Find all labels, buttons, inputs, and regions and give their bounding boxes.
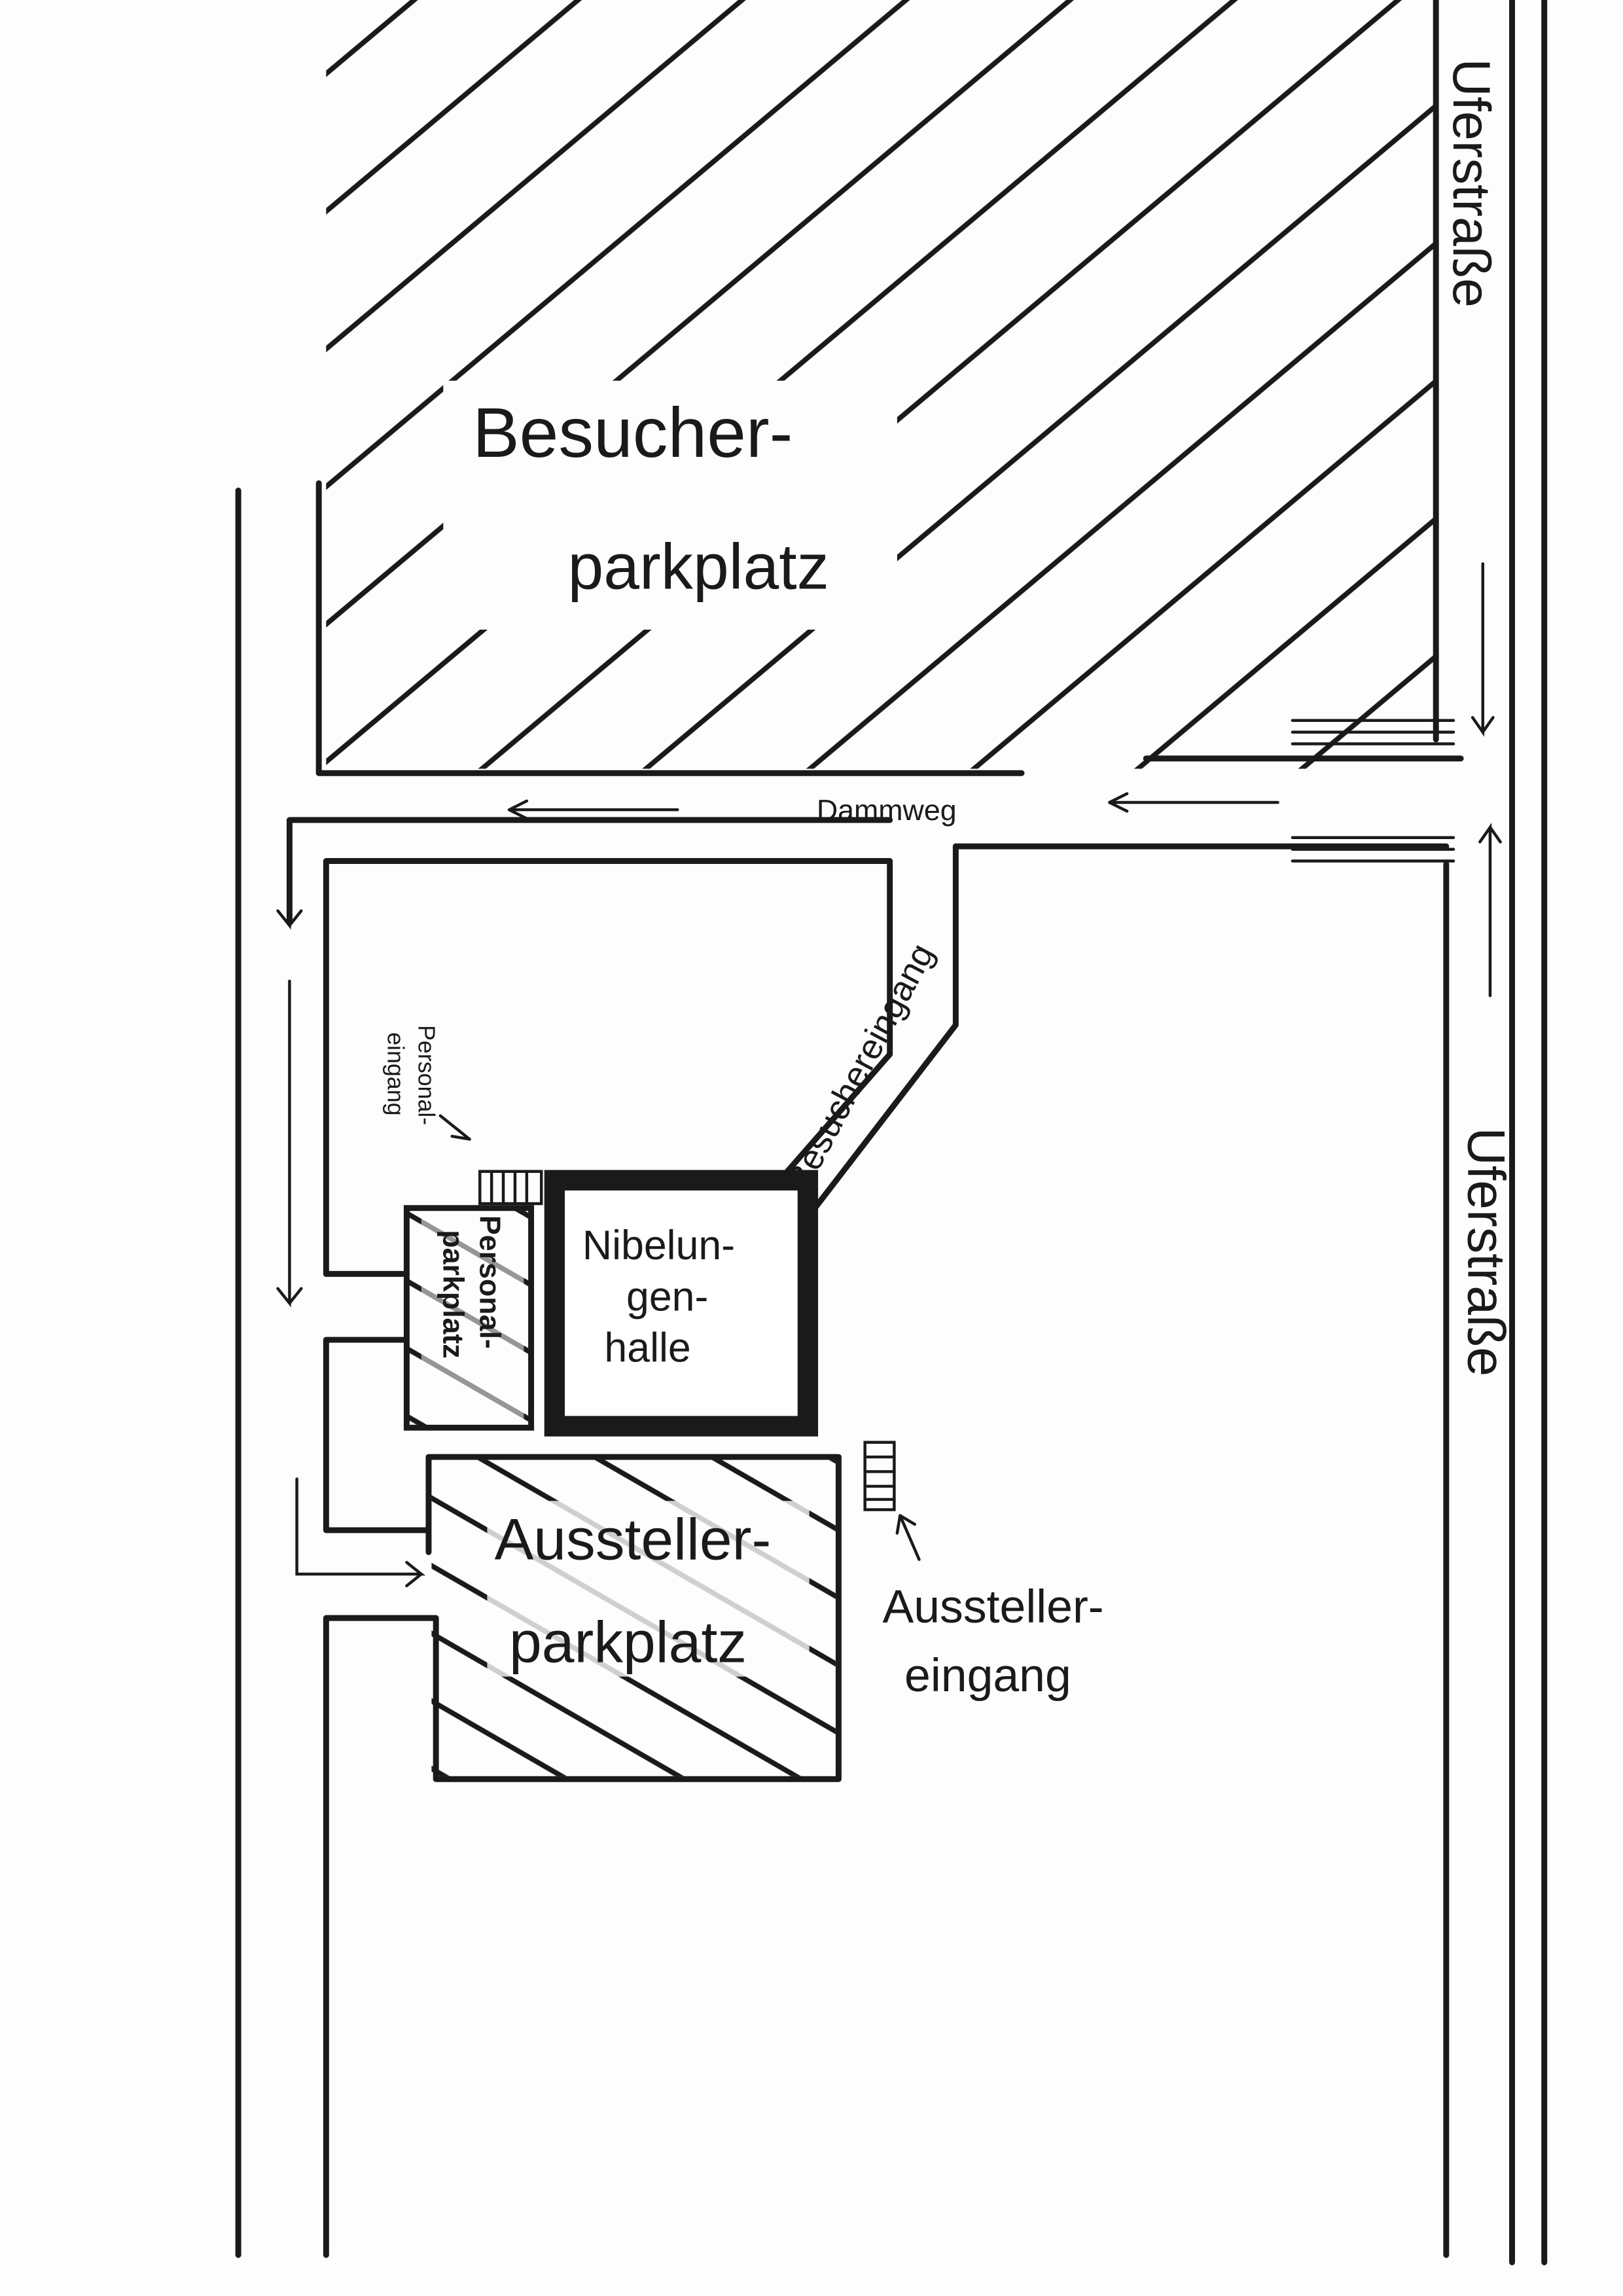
dammweg-south-edge (286, 817, 893, 925)
crosswalk-top (1291, 719, 1455, 745)
exhibitor-entrance-label-1: Aussteller- (883, 1581, 1104, 1633)
visitor-entrance-label: Besuchereingang (779, 937, 942, 1197)
visitor-entrance-path (806, 843, 959, 1219)
uferstrasse-label-top: Uferstraße (1442, 58, 1501, 307)
staff-entrance-label-2: eingang (382, 1032, 408, 1115)
uferstrasse-label-bottom: Uferstraße (1456, 1128, 1515, 1376)
visitor-parking-border (315, 0, 1464, 776)
staff-parking-label-2: parkplatz (437, 1230, 469, 1358)
dammweg-label: Dammweg (817, 794, 957, 827)
staff-entrance-steps (478, 1170, 543, 1206)
staff-parking-label-1: Personal- (473, 1215, 506, 1349)
exhibitor-entrance-label-2: eingang (904, 1649, 1071, 1702)
exhibitor-entrance-steps (863, 1441, 896, 1511)
staff-entrance-label-1: Personal- (413, 1025, 439, 1125)
traffic-arrows (276, 562, 1502, 1588)
hall-label-1: Nibelun- (582, 1223, 735, 1268)
exhibitor-parking-label-1: Aussteller- (495, 1507, 772, 1572)
hall-block-border (323, 858, 893, 1277)
hall-label-2: gen- (626, 1274, 708, 1319)
exhibitor-parking-label-2: parkplatz (509, 1609, 747, 1674)
nibelungenhalle-building (544, 1170, 819, 1437)
visitor-parking-label-1: Besucher- (473, 393, 793, 472)
visitor-parking-label-2: parkplatz (567, 530, 829, 602)
hall-label-3: halle (604, 1325, 690, 1371)
